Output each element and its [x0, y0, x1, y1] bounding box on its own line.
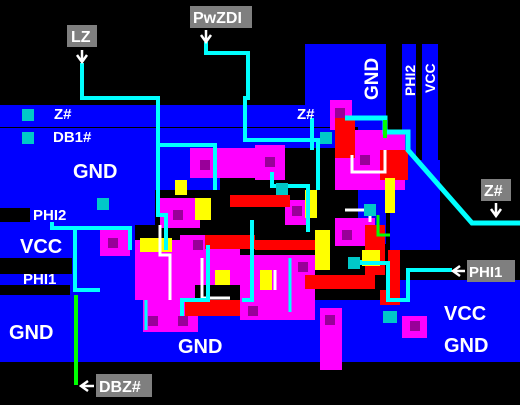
- tag-pwzdi: PwZDI: [190, 6, 252, 45]
- arrow-down-icon: [75, 50, 89, 65]
- pin-tags: LZ PwZDI Z# PHI1 DBZ#: [67, 6, 515, 397]
- label-gnd-bottom-left: GND: [9, 322, 53, 344]
- tag-phi1-right-text: PHI1: [469, 264, 502, 281]
- label-vcc-top: VCC: [422, 63, 438, 93]
- signal-labels: GND PHI2 VCC Z# DB1# Z# GND PHI2 VCC PHI…: [9, 58, 488, 358]
- arrow-down-icon: [199, 30, 213, 45]
- contact: [22, 109, 34, 121]
- tag-pwzdi-text: PwZDI: [193, 10, 242, 27]
- label-gnd-bottom: GND: [178, 336, 222, 358]
- tag-lz: LZ: [67, 25, 97, 65]
- label-gnd-top: GND: [362, 58, 383, 100]
- label-db1: DB1#: [53, 129, 92, 146]
- label-phi2-left: PHI2: [33, 207, 66, 224]
- label-gnd-left: GND: [73, 161, 117, 183]
- label-z-mid: Z#: [297, 106, 315, 123]
- contact: [276, 183, 288, 195]
- arrow-down-icon: [489, 203, 503, 219]
- gap-layer: [0, 208, 72, 295]
- tag-z-right-text: Z#: [484, 183, 503, 200]
- label-vcc-right: VCC: [444, 303, 486, 325]
- wire-layer: [50, 42, 520, 385]
- label-z-left: Z#: [54, 106, 72, 123]
- contact: [348, 257, 360, 269]
- label-phi2-top: PHI2: [402, 65, 418, 96]
- tag-lz-text: LZ: [71, 29, 91, 46]
- contact: [22, 132, 34, 144]
- arrow-left-icon: [450, 264, 465, 278]
- label-gnd-right: GND: [444, 335, 488, 357]
- lz-wire: [80, 63, 168, 250]
- arrow-left-icon: [78, 379, 94, 393]
- tag-dbz: DBZ#: [78, 374, 152, 397]
- label-vcc-left: VCC: [20, 236, 62, 258]
- contact: [383, 311, 397, 323]
- label-phi1-left: PHI1: [23, 271, 56, 288]
- pwzdi-wire: [204, 42, 320, 190]
- contacts-layer: [22, 108, 420, 331]
- tag-phi1-right: PHI1: [450, 260, 515, 282]
- contact: [320, 132, 332, 144]
- contact: [364, 204, 376, 216]
- tag-z-right: Z#: [481, 179, 511, 219]
- tag-dbz-text: DBZ#: [99, 379, 141, 396]
- contact: [97, 198, 109, 210]
